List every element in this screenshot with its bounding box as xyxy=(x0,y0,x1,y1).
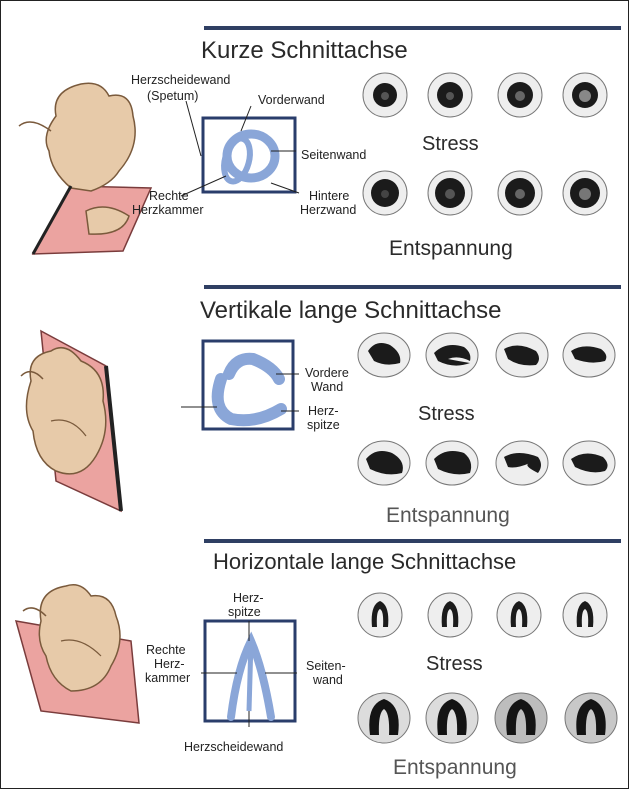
section-rule xyxy=(204,26,621,30)
horizontal-axis-diagram xyxy=(201,619,301,727)
label-septum: (Spetum) xyxy=(147,89,198,103)
scan-image xyxy=(493,691,549,745)
label-vorderwand: Vorderwand xyxy=(258,93,325,107)
label-vordere: Vordere xyxy=(305,366,349,380)
scan-image xyxy=(426,71,474,119)
section-rule xyxy=(204,539,621,543)
stress-label: Stress xyxy=(418,403,475,426)
label-herzkammer: Herzkammer xyxy=(132,203,204,217)
label-hintere: Hintere xyxy=(309,189,349,203)
scan-image xyxy=(356,439,412,487)
section-horizontal-long-axis: Horizontale lange Schnittachse Herz- spi… xyxy=(1,531,628,788)
label-herz: Herz- xyxy=(308,404,339,418)
scan-image xyxy=(495,591,543,639)
label-herzscheidewand: Herzscheidewand xyxy=(131,73,230,87)
label-spitze: spitze xyxy=(228,605,261,619)
label-wand: Wand xyxy=(311,380,343,394)
scan-image xyxy=(496,71,544,119)
scan-image xyxy=(356,591,404,639)
scan-image xyxy=(561,331,617,379)
scan-image xyxy=(361,169,409,217)
short-axis-leader-lines xyxy=(121,101,321,201)
scan-image xyxy=(424,331,480,379)
scan-image xyxy=(563,691,619,745)
scan-image xyxy=(356,691,412,745)
heart-horizontal-axis-illustration xyxy=(11,581,151,731)
label-seiten: Seiten- xyxy=(306,659,346,673)
label-herz-kammer-1: Herz- xyxy=(154,657,185,671)
vertical-axis-diagram xyxy=(181,339,301,439)
label-herzscheidewand: Herzscheidewand xyxy=(184,740,283,754)
scan-image xyxy=(561,169,609,217)
label-wand: wand xyxy=(313,673,343,687)
scan-image xyxy=(494,331,550,379)
scan-image xyxy=(426,169,474,217)
label-herz: Herz- xyxy=(233,591,264,605)
entspannung-label: Entspannung xyxy=(393,756,517,780)
scan-image xyxy=(561,439,617,487)
entspannung-label: Entspannung xyxy=(386,504,510,528)
scan-image xyxy=(561,71,609,119)
stress-label: Stress xyxy=(426,653,483,676)
label-seitenwand: Seitenwand xyxy=(301,148,366,162)
heart-vertical-axis-illustration xyxy=(11,321,141,521)
label-rechte: Rechte xyxy=(149,189,189,203)
scan-image xyxy=(496,169,544,217)
section-rule xyxy=(204,285,621,289)
entspannung-label: Entspannung xyxy=(389,237,513,261)
scan-image xyxy=(361,71,409,119)
label-herzwand: Herzwand xyxy=(300,203,356,217)
stress-label: Stress xyxy=(422,133,479,156)
scan-image xyxy=(426,591,474,639)
section-title: Vertikale lange Schnittachse xyxy=(200,297,502,325)
section-title: Kurze Schnittachse xyxy=(201,37,408,65)
section-title: Horizontale lange Schnittachse xyxy=(213,549,516,575)
scan-image xyxy=(494,439,550,487)
section-short-axis: Kurze Schnittachse Herzscheidewand (Spet… xyxy=(1,1,628,271)
label-herz-kammer-2: kammer xyxy=(145,671,190,685)
scan-image xyxy=(424,439,480,487)
section-vertical-long-axis: Vertikale lange Schnittachse Vordere Wan… xyxy=(1,271,628,531)
label-rechte: Rechte xyxy=(146,643,186,657)
label-spitze: spitze xyxy=(307,418,340,432)
scan-image xyxy=(561,591,609,639)
scan-image xyxy=(424,691,480,745)
scan-image xyxy=(356,331,412,379)
